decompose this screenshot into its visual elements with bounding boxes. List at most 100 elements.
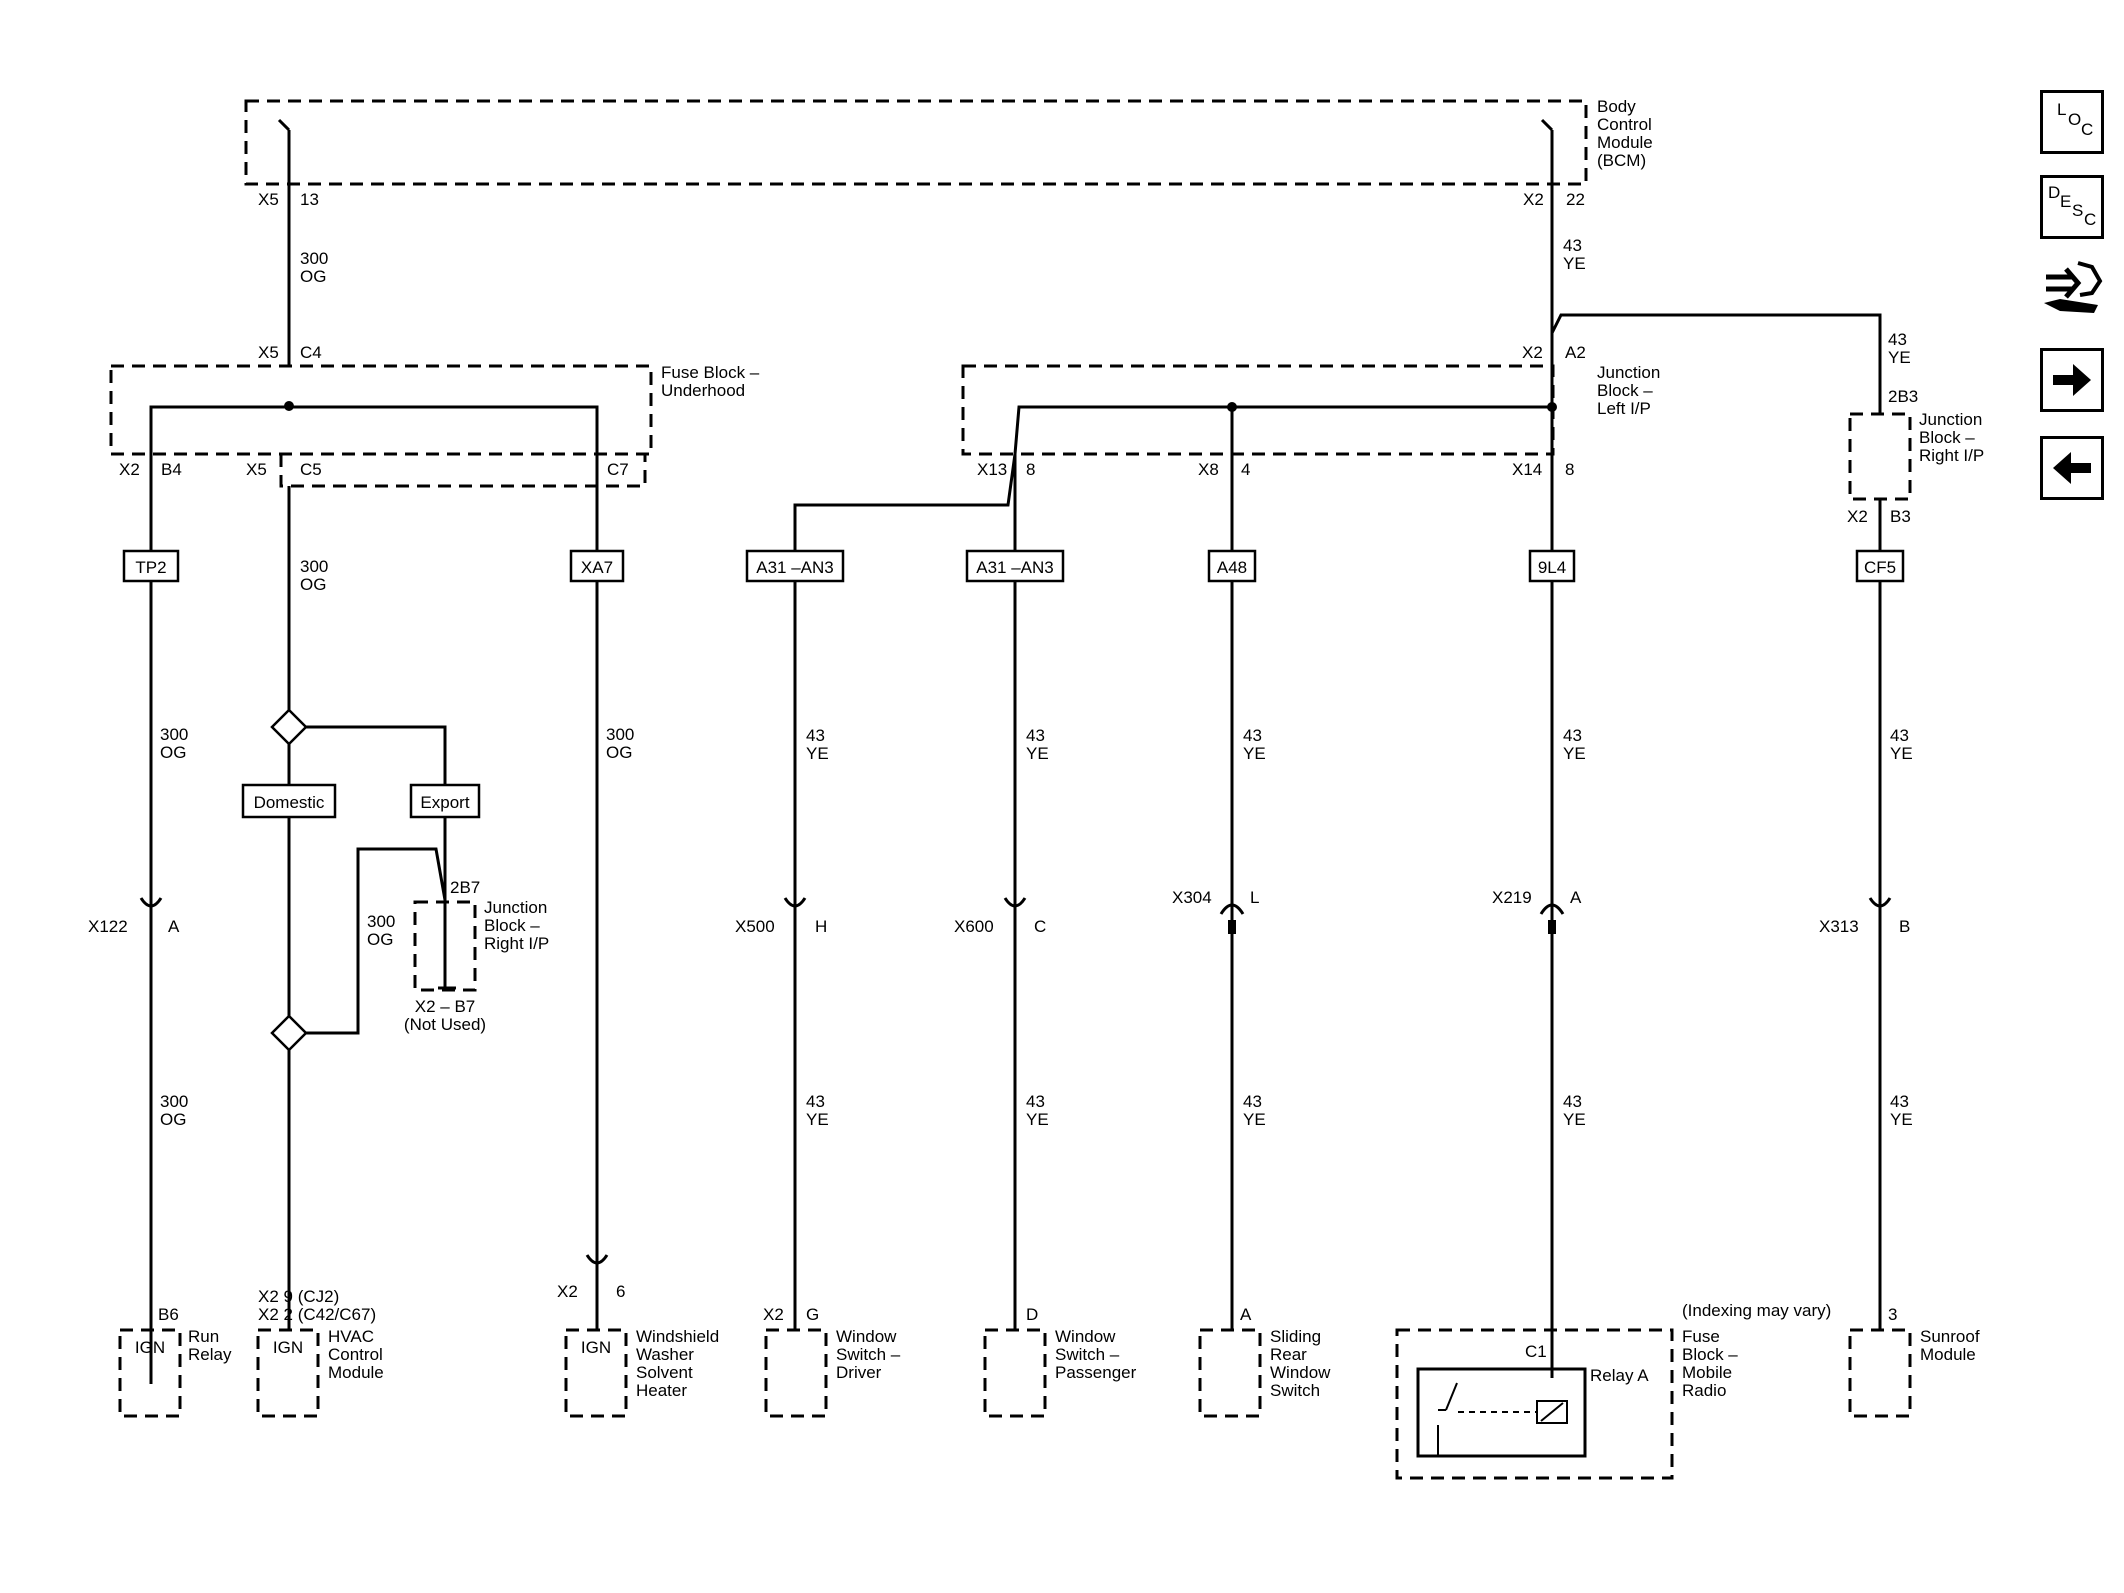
mobile-name-4: Radio [1682, 1381, 1726, 1400]
conn-x600-pin: C [1034, 917, 1046, 936]
fb-input-conn: X5 [258, 343, 279, 362]
jb-left-input-conn: X2 [1522, 343, 1543, 362]
bcm-left-switch [277, 118, 291, 163]
svg-text:L: L [2057, 100, 2066, 119]
tag-cf5-label: CF5 [1864, 558, 1896, 577]
arrow-left-icon [2053, 452, 2091, 484]
tag-xa7-label: XA7 [581, 558, 613, 577]
fb-out-c5-conn: X5 [246, 460, 267, 479]
tag-a31-an3-driver [745, 549, 845, 583]
sliding-rear-pin: A [1240, 1305, 1252, 1324]
sunroof-name-1: Sunroof [1920, 1327, 1980, 1346]
tag-a31-an3-passenger-label: A31 –AN3 [976, 558, 1054, 577]
fb-out-c5-pin: C5 [300, 460, 322, 479]
desc-button[interactable]: D E S C [2040, 175, 2104, 239]
jb-left-name-3: Left I/P [1597, 399, 1651, 418]
mobile-note: (Indexing may vary) [1682, 1301, 1831, 1320]
wire-to-jb-right [1550, 313, 1882, 414]
conn-x122-name: X122 [88, 917, 128, 936]
bcm-name-2: Control [1597, 115, 1652, 134]
conn-x500-name: X500 [735, 917, 775, 936]
wire-cf5-ye: YE [1890, 744, 1913, 763]
conn-x304-pin-block [1228, 920, 1236, 934]
jb-left-x8-conn: X8 [1198, 460, 1219, 479]
jb-left-name-2: Block – [1597, 381, 1653, 400]
window-driver-boundary [764, 1328, 828, 1418]
fuse-block-underhood-c5-extension [279, 454, 647, 488]
conn-x313-symbol [1868, 897, 1892, 908]
wire-cf5-b-ye: YE [1890, 1110, 1913, 1129]
washer-name-3: Solvent [636, 1363, 693, 1382]
relay-a-coil-slash [1540, 1402, 1564, 1422]
tag-a48 [1207, 549, 1257, 583]
fb-out-b4-pin: B4 [161, 460, 182, 479]
jb-right-mid-note-1: X2 – B7 [415, 997, 476, 1016]
wire-return-og: OG [367, 930, 393, 949]
run-relay-pin: B6 [158, 1305, 179, 1324]
wire-9l4-43: 43 [1563, 726, 1582, 745]
wire-tp2-og: OG [160, 743, 186, 762]
washer-ign: IGN [581, 1338, 611, 1357]
mobile-name-1: Fuse [1682, 1327, 1720, 1346]
bcm-left-pin: 13 [300, 190, 319, 209]
bcm-name-1: Body [1597, 97, 1636, 116]
jb-right-mid-name-1: Junction [484, 898, 547, 917]
jb-right-mid-pin: 2B7 [450, 878, 480, 897]
jb-right-top-boundary [1848, 412, 1912, 501]
conn-x600-symbol [1003, 897, 1027, 908]
wire-a48-b-ye: YE [1243, 1110, 1266, 1129]
jb-right-mid-note-2: (Not Used) [404, 1015, 486, 1034]
hvac-pin-1: X2 9 (CJ2) [258, 1287, 339, 1306]
next-page-button[interactable] [2040, 348, 2104, 412]
jb-left-x13-pin: 8 [1026, 460, 1035, 479]
sliding-rear-name-4: Switch [1270, 1381, 1320, 1400]
svg-text:D: D [2048, 183, 2060, 202]
jb-right-top-name-3: Right I/P [1919, 446, 1984, 465]
washer-name-2: Washer [636, 1345, 694, 1364]
jb-left-x14-conn: X14 [1512, 460, 1542, 479]
hvac-name-1: HVAC [328, 1327, 374, 1346]
tag-export-label: Export [420, 793, 469, 812]
previous-page-button[interactable] [2040, 436, 2104, 500]
window-passenger-name-3: Passenger [1055, 1363, 1137, 1382]
wire-jb-right-ye: YE [1888, 348, 1911, 367]
relay-a-switch [1437, 1382, 1458, 1456]
mobile-pin: C1 [1525, 1342, 1547, 1361]
tag-tp2-label: TP2 [135, 558, 166, 577]
wire-export-branch [306, 725, 447, 785]
fuse-block-underhood-name-2: Underhood [661, 381, 745, 400]
svg-text:E: E [2060, 192, 2071, 211]
connector-tool-icon [2044, 261, 2103, 313]
conn-x219-symbol [1539, 903, 1565, 915]
run-relay-name-2: Relay [188, 1345, 232, 1364]
run-relay-name-1: Run [188, 1327, 219, 1346]
hvac-pin-2: X2 2 (C42/C67) [258, 1305, 376, 1324]
conn-washer-symbol [585, 1254, 609, 1265]
run-relay-ign: IGN [135, 1338, 165, 1357]
window-driver-pin: G [806, 1305, 819, 1324]
conn-x219-pin: A [1570, 888, 1582, 907]
bcm-name-4: (BCM) [1597, 151, 1646, 170]
washer-boundary [564, 1328, 628, 1418]
run-relay-boundary [118, 1328, 182, 1418]
window-driver-name-3: Driver [836, 1363, 882, 1382]
relay-a-box [1416, 1367, 1587, 1458]
connector-view-button[interactable] [2040, 255, 2104, 319]
bcm-right-conn: X2 [1523, 190, 1544, 209]
loc-icon: L O C [2057, 100, 2093, 139]
fb-out-b4-conn: X2 [119, 460, 140, 479]
fb-out-c7-pin: C7 [607, 460, 629, 479]
tag-a31-an3-passenger [965, 549, 1065, 583]
wire-driver-b-43: 43 [806, 1092, 825, 1111]
tag-9l4 [1528, 549, 1576, 583]
tag-tp2 [122, 549, 180, 583]
conn-x304-pin: L [1250, 888, 1259, 907]
loc-button[interactable]: L O C [2040, 90, 2104, 154]
conn-x304-symbol [1219, 903, 1245, 915]
wire-label-300: 300 [300, 249, 328, 268]
jb-right-mid-name-3: Right I/P [484, 934, 549, 953]
wire-a48-43: 43 [1243, 726, 1262, 745]
fb-input-pin: C4 [300, 343, 322, 362]
sliding-rear-boundary [1198, 1328, 1262, 1418]
wire-tp2b-300: 300 [160, 1092, 188, 1111]
